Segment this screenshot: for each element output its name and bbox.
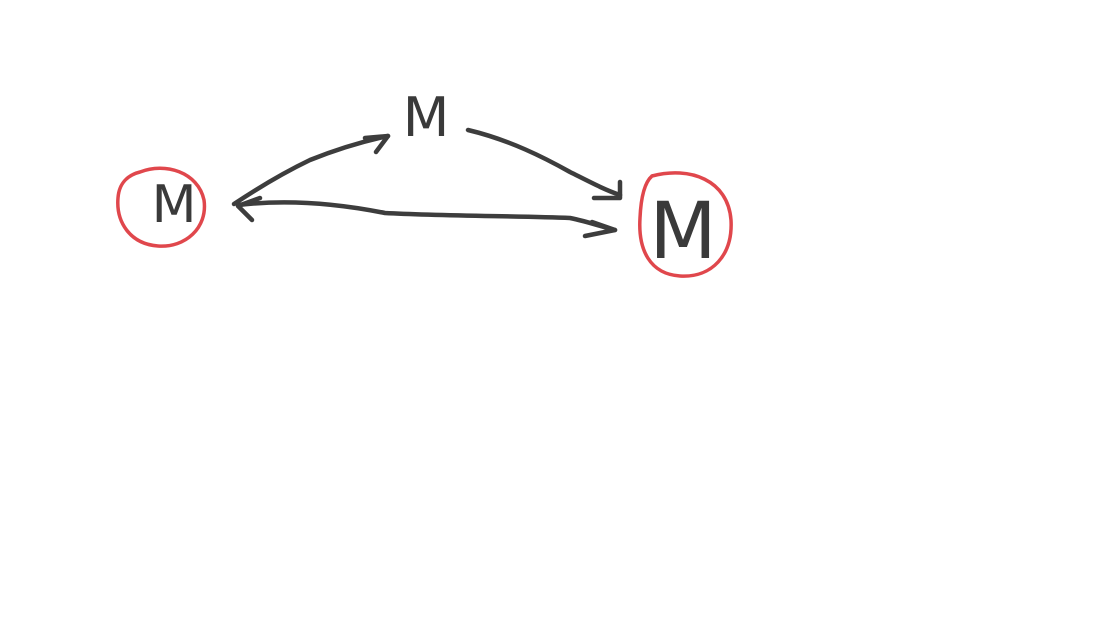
- highlight-circle-right: [638, 171, 733, 278]
- node-label-right: M: [649, 187, 716, 277]
- edge-top-to-right: [465, 127, 623, 201]
- node-left: M: [116, 166, 207, 248]
- arrowhead-icon: [362, 133, 391, 155]
- highlight-circle-left: [116, 166, 207, 248]
- arrowhead-left-icon: [235, 195, 263, 223]
- node-label-left: M: [152, 175, 197, 235]
- node-right: M: [638, 171, 733, 278]
- node-top: M: [403, 86, 450, 149]
- arrowhead-icon: [591, 179, 623, 201]
- arrowhead-right-icon: [582, 219, 618, 239]
- edge-left-to-top: [231, 133, 391, 207]
- edge-left-to-right: [235, 195, 618, 239]
- node-label-top: M: [403, 86, 450, 149]
